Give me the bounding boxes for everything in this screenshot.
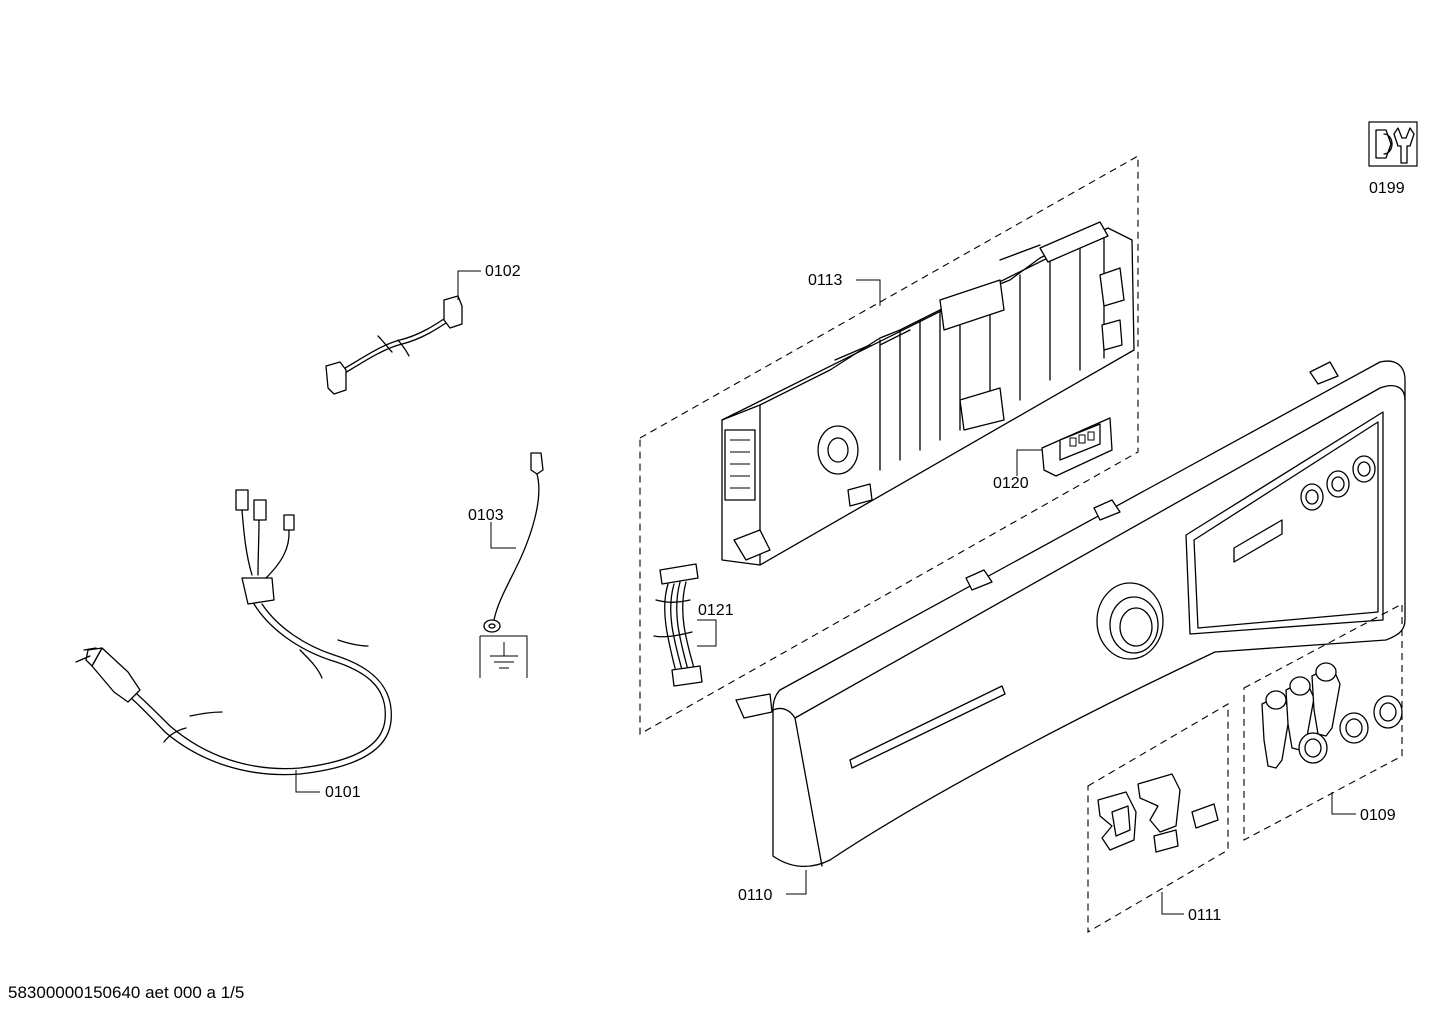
part-0101-power-cord bbox=[75, 489, 392, 776]
part-0109-switches bbox=[1261, 662, 1403, 769]
module-group-outline bbox=[639, 155, 1139, 735]
group-0109-outline bbox=[1243, 603, 1403, 841]
part-0102-cable bbox=[325, 295, 463, 395]
part-label: 0113 bbox=[808, 272, 843, 289]
part-0121-harness bbox=[653, 563, 703, 687]
group-0111-outline bbox=[1087, 703, 1229, 933]
wrench-nut-icon bbox=[1368, 121, 1418, 167]
part-label: 0111 bbox=[1188, 907, 1221, 924]
ground-symbol-icon bbox=[479, 635, 528, 678]
drawing-number: 58300000150640 aet 000 a 1/5 bbox=[8, 983, 244, 1002]
part-0113-control-module bbox=[721, 221, 1135, 566]
part-label: 0120 bbox=[993, 475, 1029, 492]
part-label: 0199 bbox=[1369, 180, 1405, 197]
part-0103-ground-wire bbox=[483, 452, 544, 633]
part-label: 0121 bbox=[698, 602, 734, 619]
part-0110-fascia bbox=[735, 360, 1406, 867]
part-label: 0110 bbox=[738, 887, 773, 904]
part-0120-display bbox=[1041, 417, 1113, 477]
part-label: 0101 bbox=[325, 784, 361, 801]
part-label: 0103 bbox=[468, 507, 504, 524]
part-label: 0102 bbox=[485, 263, 521, 280]
part-0111-buttons bbox=[1097, 773, 1219, 853]
part-label: 0109 bbox=[1360, 807, 1396, 824]
